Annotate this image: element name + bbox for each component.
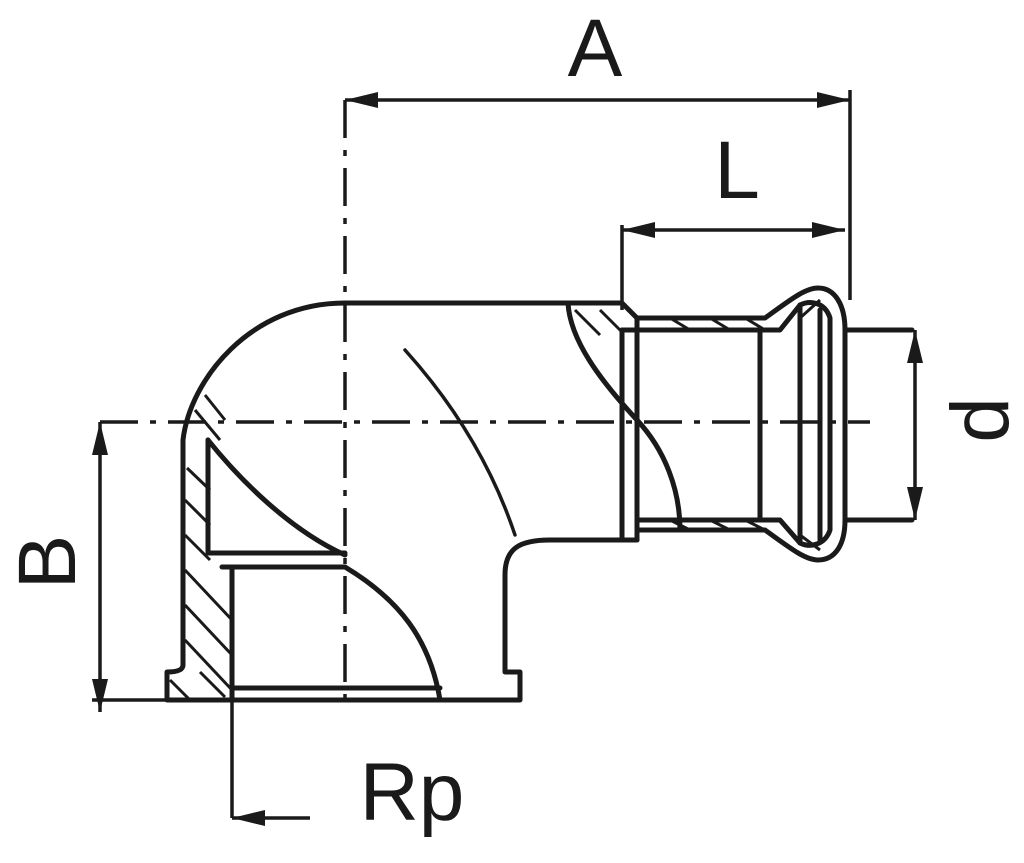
label-l: L — [714, 125, 760, 216]
label-a: A — [568, 3, 623, 94]
center-lines — [100, 100, 870, 712]
dimension-b — [92, 422, 167, 712]
label-d: d — [935, 397, 1024, 443]
dimension-rp — [230, 700, 310, 826]
press-socket — [619, 285, 915, 563]
elbow-body — [164, 300, 683, 703]
label-b: B — [2, 535, 93, 590]
dimension-a — [345, 90, 852, 300]
label-rp: Rp — [360, 747, 465, 838]
section-hatching — [168, 298, 822, 702]
dimension-l — [620, 222, 845, 310]
dimension-d — [907, 330, 923, 520]
